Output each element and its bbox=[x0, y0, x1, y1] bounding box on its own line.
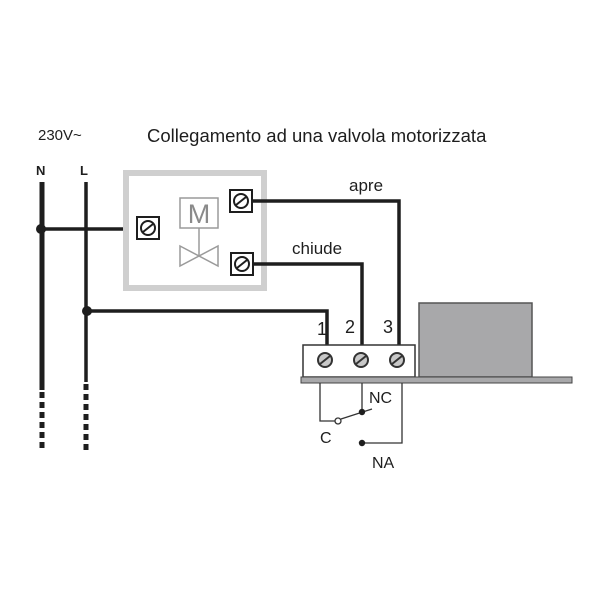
valve-terminal-neutral bbox=[136, 216, 160, 240]
diagram-title: Collegamento ad una valvola motorizzata bbox=[147, 125, 487, 146]
common-contact-wire bbox=[319, 383, 335, 422]
terminal-screw-2 bbox=[353, 352, 369, 368]
valve-icon bbox=[179, 244, 219, 268]
common-label: C bbox=[320, 430, 332, 447]
open-wire-label: apre bbox=[349, 176, 383, 195]
voltage-label: 230V~ bbox=[38, 127, 82, 144]
line-label: L bbox=[80, 163, 88, 178]
device-housing bbox=[418, 302, 533, 378]
switch-blade bbox=[340, 408, 373, 420]
terminal-screw-3 bbox=[389, 352, 405, 368]
motor-label: M bbox=[188, 199, 211, 229]
na-contact-wire bbox=[362, 383, 403, 444]
common-contact bbox=[334, 417, 342, 425]
mounting-rail bbox=[300, 376, 573, 384]
terminal-label-3: 3 bbox=[383, 317, 393, 337]
nc-contact bbox=[358, 408, 366, 416]
close-wire-label: chiude bbox=[292, 239, 342, 258]
na-contact bbox=[358, 439, 366, 447]
line-to-terminal-1-wire bbox=[87, 309, 329, 346]
neutral-label: N bbox=[36, 163, 45, 178]
na-label: NA bbox=[372, 455, 395, 472]
open-wire bbox=[250, 199, 401, 346]
close-wire bbox=[252, 262, 364, 346]
terminal-label-1: 1 bbox=[317, 319, 327, 339]
terminal-label-2: 2 bbox=[345, 317, 355, 337]
terminal-screw-1 bbox=[317, 352, 333, 368]
motor-box bbox=[179, 197, 219, 229]
valve-terminal-open bbox=[229, 189, 253, 213]
nc-label: NC bbox=[369, 390, 392, 407]
valve-terminal-close bbox=[230, 252, 254, 276]
